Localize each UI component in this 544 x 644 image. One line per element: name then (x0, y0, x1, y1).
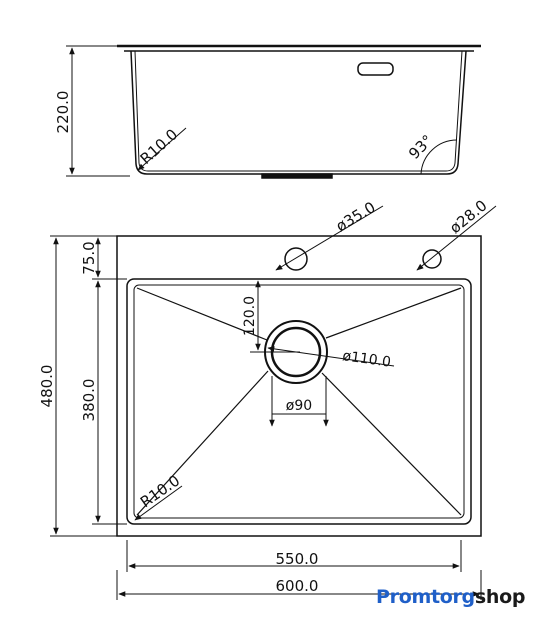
bowl-width-label: 550.0 (276, 550, 319, 568)
side-radius-label: R10.0 (137, 125, 182, 168)
bowl-outline (126, 278, 472, 525)
bowl-height-label: 380.0 (80, 379, 98, 422)
bowl-radius-label: R10.0 (137, 471, 183, 511)
side-angle-label: 93° (405, 131, 437, 163)
brand-logo-part2: shop (474, 586, 526, 608)
bowl-radius-leader (134, 485, 183, 521)
hole-large-leader (275, 205, 384, 271)
hole-small-label: ø28.0 (446, 196, 490, 237)
sink-outline (116, 235, 482, 537)
side-height-label: 220.0 (54, 91, 72, 134)
overall-height-label: 480.0 (38, 365, 56, 408)
drain-outer-label: ø110.0 (341, 348, 391, 371)
faucet-hole-large (284, 247, 308, 271)
faucet-hole-small (422, 249, 442, 269)
side-radius-leader (137, 127, 187, 171)
overflow-slot (357, 62, 394, 76)
drain-outer-leader (267, 346, 395, 367)
offset-label: 75.0 (80, 241, 98, 274)
fold-line-br (321, 372, 462, 516)
brand-logo-part1: Promtorg (376, 586, 475, 608)
brand-logo: Promtorgshop (376, 586, 525, 608)
bowl-outline-inner (133, 284, 465, 519)
drain-inner-label: ø90 (286, 398, 312, 414)
fold-line-tr (325, 287, 462, 339)
side-view (66, 44, 481, 179)
hole-small-leader (416, 205, 497, 271)
drain-offset-label: 120.0 (242, 296, 258, 336)
fold-line-bl (136, 370, 269, 516)
side-angle-arc (420, 139, 458, 175)
hole-large-label: ø35.0 (333, 198, 379, 235)
top-view (50, 205, 497, 600)
side-drain-outlet (261, 173, 333, 179)
overall-width-label: 600.0 (276, 577, 319, 595)
fold-line-tl (136, 287, 268, 341)
